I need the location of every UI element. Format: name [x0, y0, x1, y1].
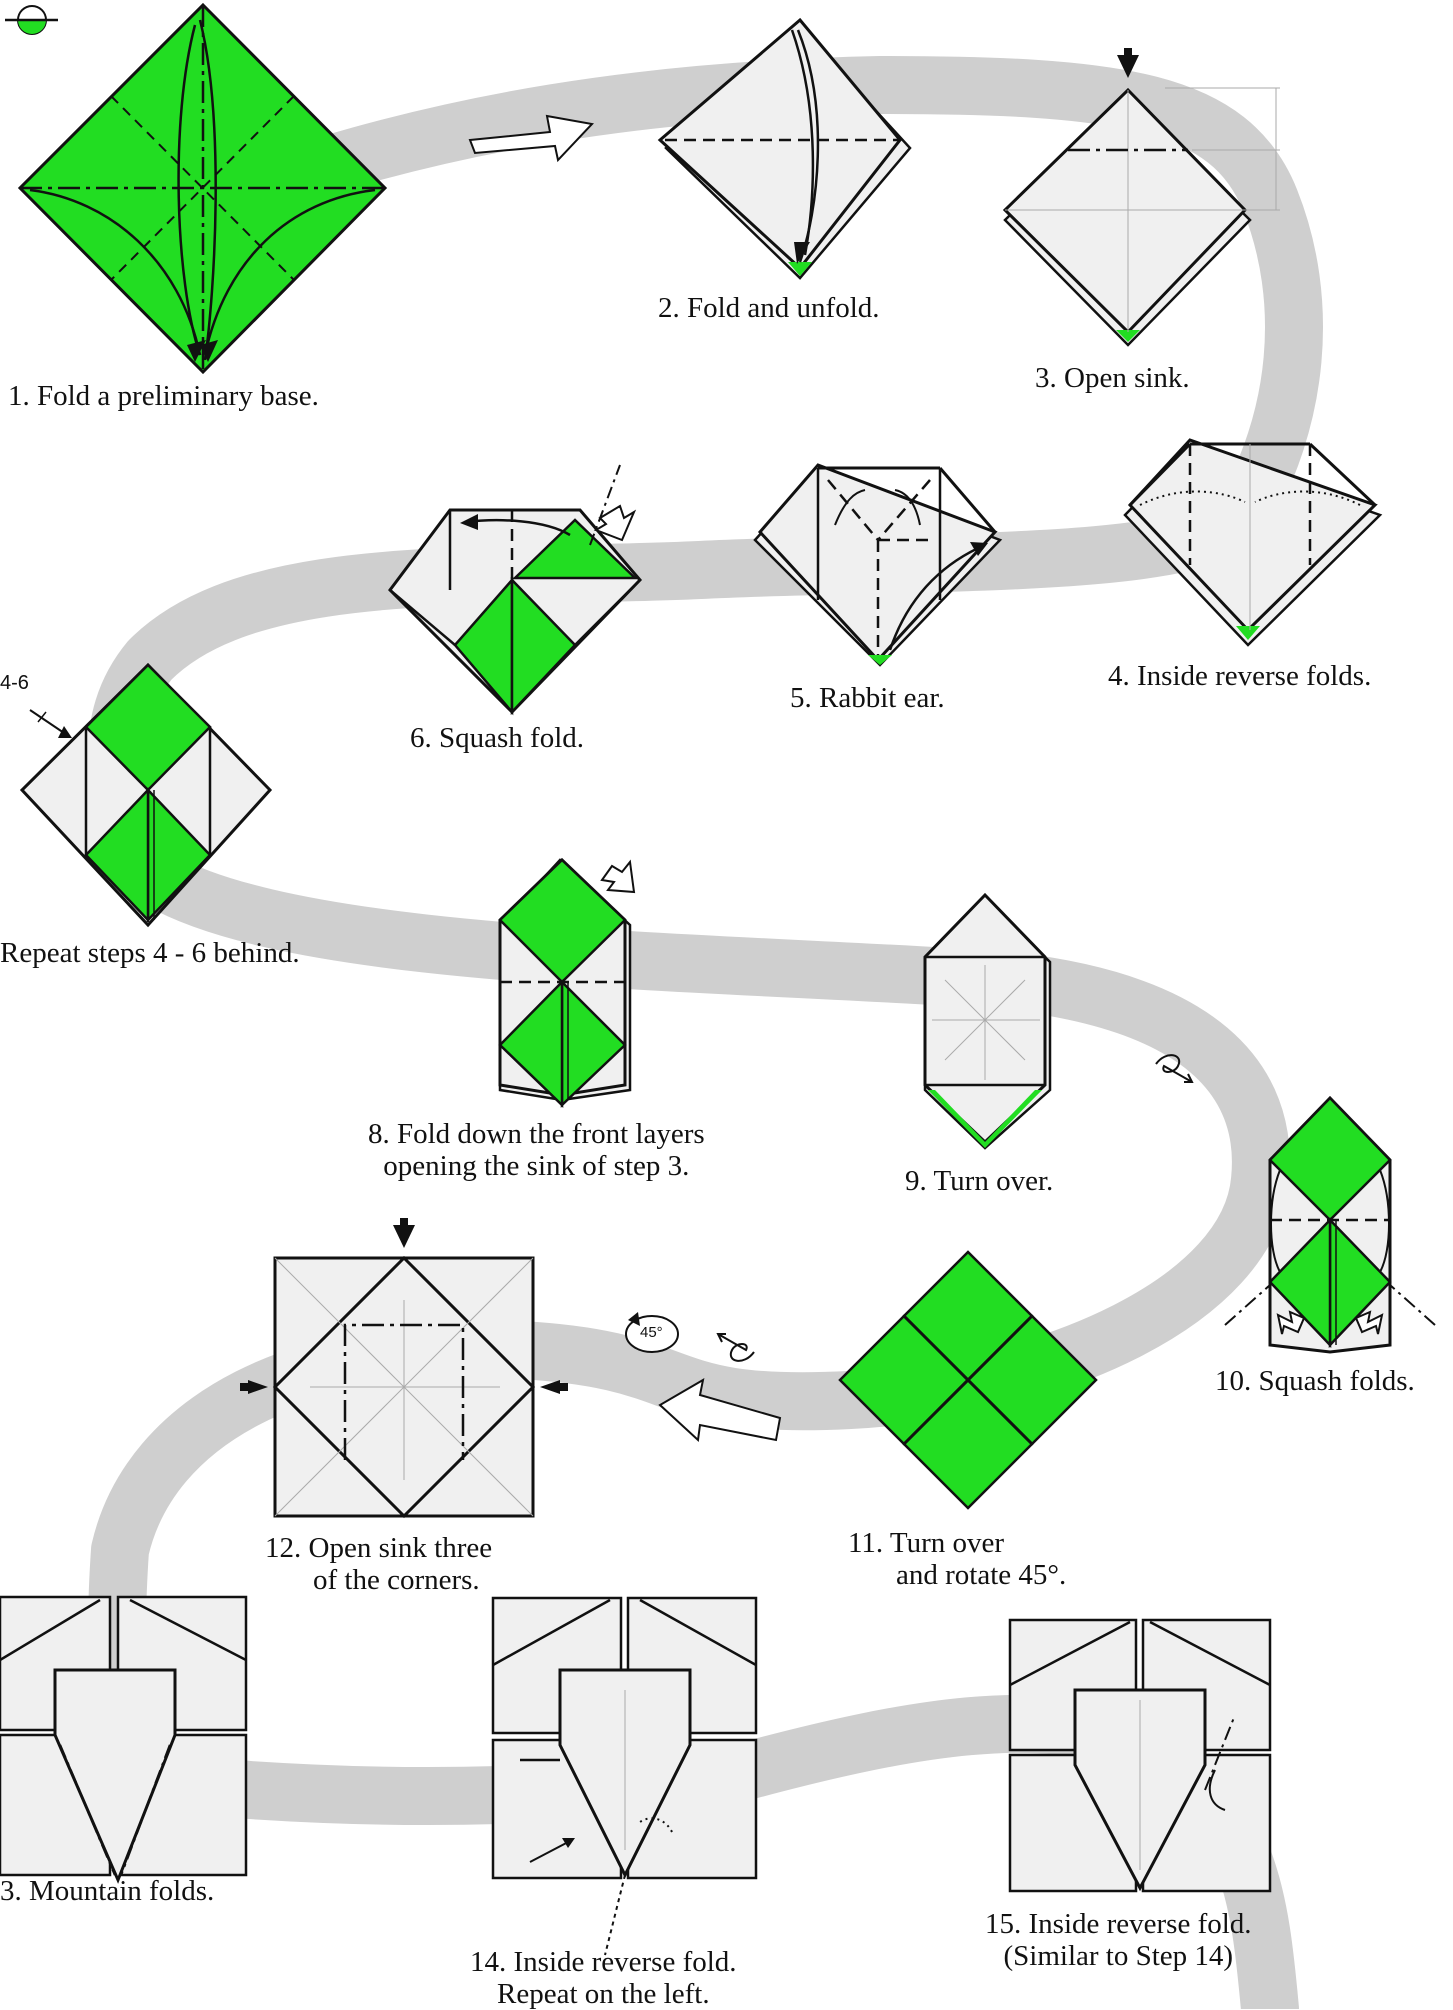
- step-13-caption: 3. Mountain folds.: [0, 1875, 215, 1907]
- step-9-diagram: [923, 892, 1052, 1150]
- step-14-diagram: [491, 1596, 758, 1956]
- step-5-caption: 5. Rabbit ear.: [790, 682, 945, 714]
- step-10-diagram: [1224, 1095, 1436, 1354]
- step-15-diagram: [1008, 1618, 1272, 1893]
- step-3-diagram: [1002, 48, 1280, 347]
- rotate-45-icon: [625, 1312, 679, 1353]
- step-7-caption: Repeat steps 4 - 6 behind.: [0, 937, 300, 969]
- step-4-diagram: [1123, 438, 1383, 647]
- step-5-diagram: [753, 463, 1003, 667]
- step-9-caption: 9. Turn over.: [905, 1165, 1054, 1197]
- repeat-marker-label: 4-6: [0, 672, 29, 694]
- green-side-up-icon: [5, 5, 58, 35]
- step-8-caption: 8. Fold down the front layers opening th…: [368, 1118, 705, 1182]
- step-11-diagram: [838, 1250, 1098, 1510]
- sequence-arrow: [468, 114, 594, 163]
- step-6-caption: 6. Squash fold.: [410, 722, 584, 754]
- step-2-diagram: [657, 17, 912, 280]
- step-3-caption: 3. Open sink.: [1035, 362, 1190, 394]
- step-12-diagram: [240, 1218, 568, 1519]
- step-1-diagram: [17, 2, 388, 375]
- step-2-caption: 2. Fold and unfold.: [658, 292, 880, 324]
- step-12-caption: 12. Open sink three of the corners.: [265, 1532, 493, 1596]
- step-15-caption: 15. Inside reverse fold. (Similar to Ste…: [985, 1908, 1252, 1972]
- step-8-diagram: [498, 857, 636, 1108]
- step-10-caption: 10. Squash folds.: [1215, 1365, 1415, 1397]
- rotate-45-label: 45°: [640, 1324, 663, 1341]
- step-14-caption: 14. Inside reverse fold. Repeat on the l…: [470, 1946, 737, 2010]
- sequence-path: [88, 56, 1323, 2009]
- step-13-diagram: [0, 1595, 248, 1884]
- step-4-caption: 4. Inside reverse folds.: [1108, 660, 1372, 692]
- step-6-diagram: [388, 464, 643, 716]
- step-7-diagram: [19, 662, 273, 928]
- step-1-caption: 1. Fold a preliminary base.: [8, 380, 319, 412]
- sequence-arrow: [658, 1378, 782, 1443]
- step-11-caption: 11. Turn over and rotate 45°.: [848, 1527, 1067, 1591]
